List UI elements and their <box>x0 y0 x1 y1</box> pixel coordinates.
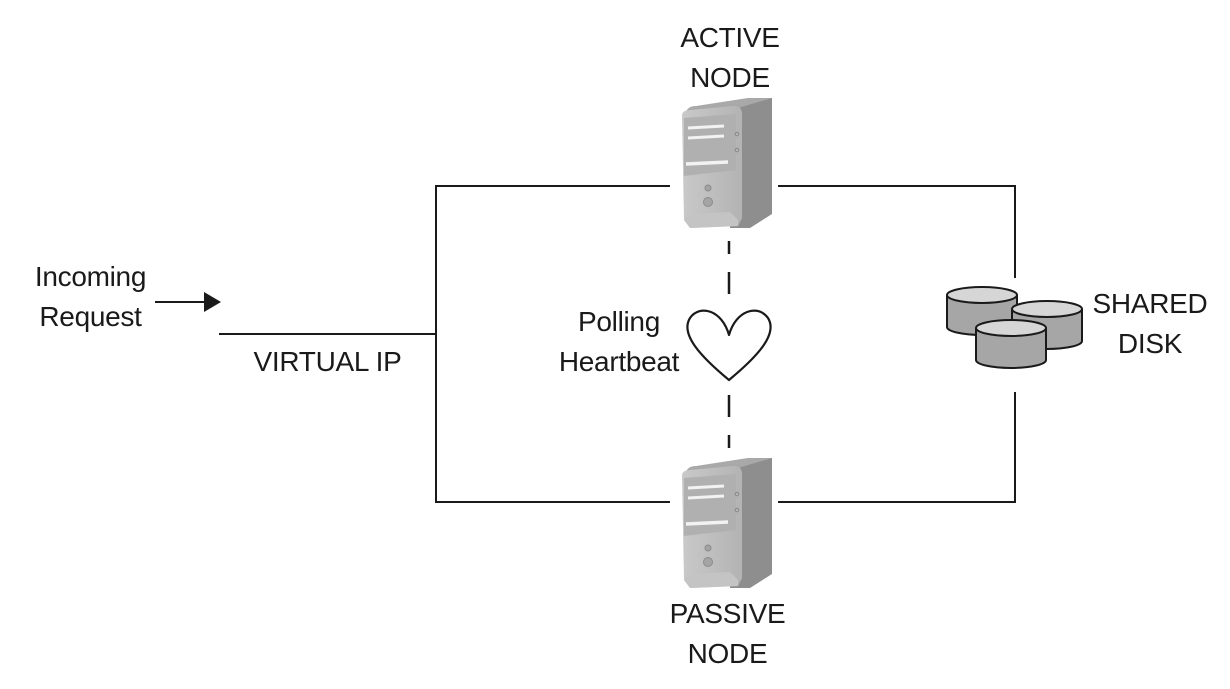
heart-icon <box>686 309 772 382</box>
incoming-label-line2: Request <box>39 301 142 332</box>
disk-stack-icon <box>946 286 1083 369</box>
shared-disk-label-line1: SHARED <box>1092 288 1208 319</box>
passive-node-server-icon <box>680 456 774 590</box>
virtual-ip-label-text: VIRTUAL IP <box>253 346 402 377</box>
heartbeat-label-line1: Polling <box>578 306 660 337</box>
shared-disk-label: SHARED DISK <box>1085 284 1215 364</box>
active-node-server-icon <box>680 96 774 230</box>
incoming-label-line1: Incoming <box>34 261 147 292</box>
active-node-label: ACTIVE NODE <box>660 18 800 98</box>
edge-to-active-node <box>435 185 670 503</box>
passive-node-label-line1: PASSIVE <box>669 598 786 629</box>
virtual-ip-label: VIRTUAL IP <box>240 342 415 382</box>
shared-disk-label-line2: DISK <box>1117 328 1183 359</box>
passive-node-label-line2: NODE <box>687 638 768 669</box>
edge-active-to-disk <box>778 185 1016 278</box>
edge-passive-to-disk <box>778 392 1016 503</box>
arrow-right-icon <box>204 292 221 312</box>
active-node-label-line1: ACTIVE <box>680 22 780 53</box>
incoming-request-label: Incoming Request <box>18 257 163 337</box>
heartbeat-label-line2: Heartbeat <box>558 346 680 377</box>
passive-node-label: PASSIVE NODE <box>650 594 805 674</box>
active-node-label-line2: NODE <box>690 62 770 93</box>
heartbeat-label: Polling Heartbeat <box>540 302 698 382</box>
